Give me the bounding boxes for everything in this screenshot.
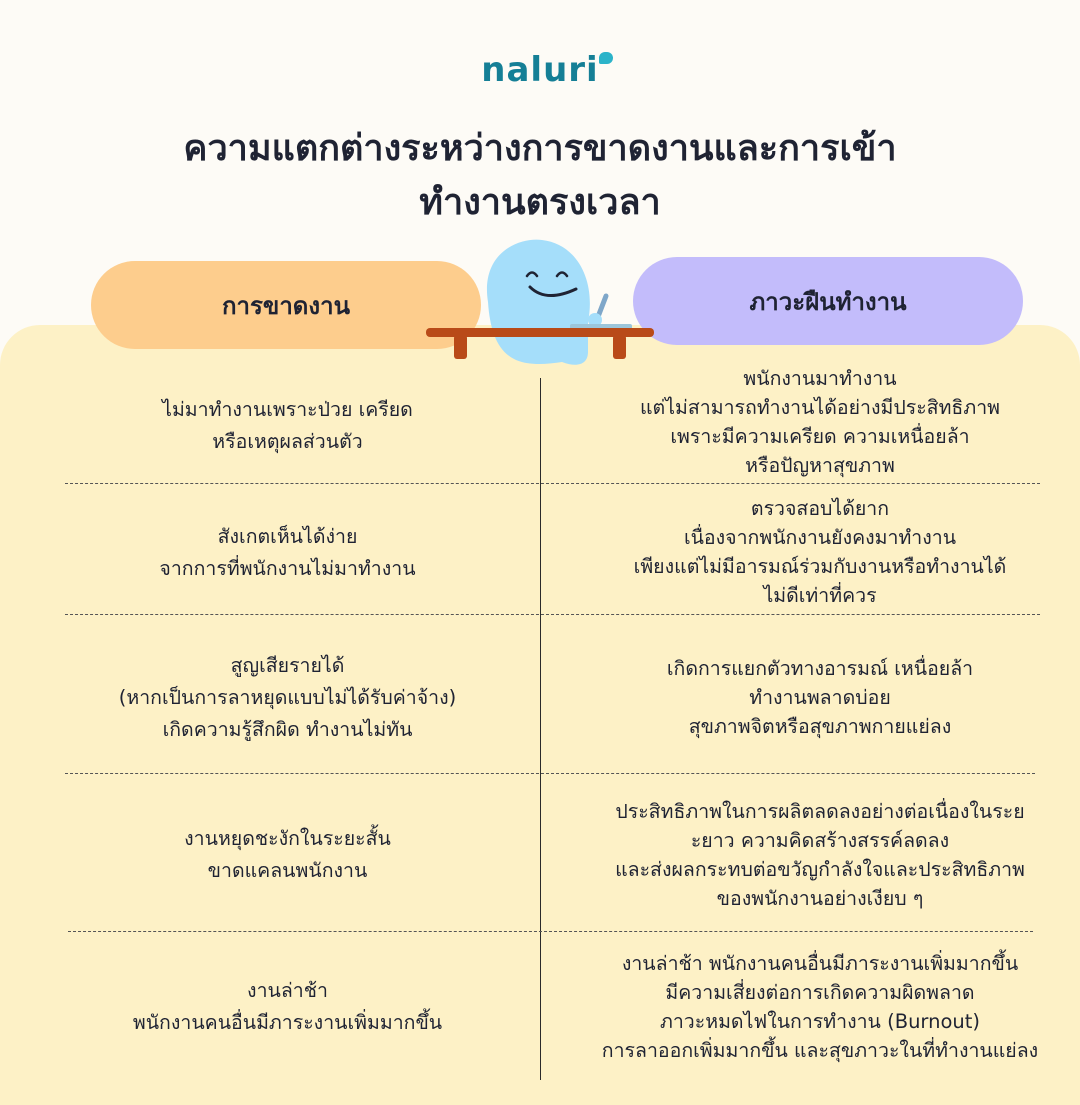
column-divider (540, 378, 541, 1080)
row-4-absenteeism: งานหยุดชะงักในระยะสั้น ขาดแคลนพนักงาน (184, 827, 391, 882)
row-4-presenteeism: ประสิทธิภาพในการผลิตลดลงอย่างต่อเนื่องใน… (615, 800, 1025, 910)
row-separator (65, 614, 1040, 615)
logo-bubble-icon (598, 52, 613, 64)
title-line-2: ทำงานตรงเวลา (419, 182, 661, 223)
mascot-illustration (426, 239, 654, 365)
left-column-header: การขาดงาน (91, 261, 481, 349)
row-separator (68, 931, 1033, 932)
desk-top (426, 328, 654, 337)
row-1-absenteeism: ไม่มาทำงานเพราะป่วย เครียด หรือเหตุผลส่ว… (162, 398, 413, 453)
row-5-presenteeism: งานล่าช้า พนักงานคนอื่นมีภาระงานเพิ่มมาก… (601, 952, 1039, 1062)
pen-icon (588, 293, 609, 327)
row-3-presenteeism: เกิดการแยกตัวทางอารมณ์ เหนื่อยล้า ทำงานพ… (666, 657, 974, 738)
title-line-1: ความแตกต่างระหว่างการขาดงานและการเข้า (183, 128, 897, 169)
row-2-absenteeism: สังเกตเห็นได้ง่าย จากการที่พนักงานไม่มาท… (159, 525, 416, 580)
row-3-absenteeism: สูญเสียรายได้ (หากเป็นการลาหยุดแบบไม่ได้… (118, 653, 457, 741)
brand-logo: naluri (0, 50, 1080, 90)
right-column-header: ภาวะฝืนทำงาน (633, 257, 1023, 345)
row-5-absenteeism: งานล่าช้า พนักงานคนอื่นมีภาระงานเพิ่มมาก… (132, 979, 443, 1034)
row-1-presenteeism: พนักงานมาทำงาน แต่ไม่สามารถทำงานได้อย่าง… (639, 367, 1000, 477)
desk-leg-left (454, 335, 467, 359)
logo-text: naluri (481, 50, 613, 90)
row-2-presenteeism: ตรวจสอบได้ยาก เนื่องจากพนักงานยังคงมาทำง… (633, 497, 1007, 607)
desk-leg-right (613, 335, 626, 359)
page-title: ความแตกต่างระหว่างการขาดงานและการเข้า ทำ… (90, 122, 990, 230)
row-separator (65, 483, 1040, 484)
row-separator (65, 773, 1035, 774)
